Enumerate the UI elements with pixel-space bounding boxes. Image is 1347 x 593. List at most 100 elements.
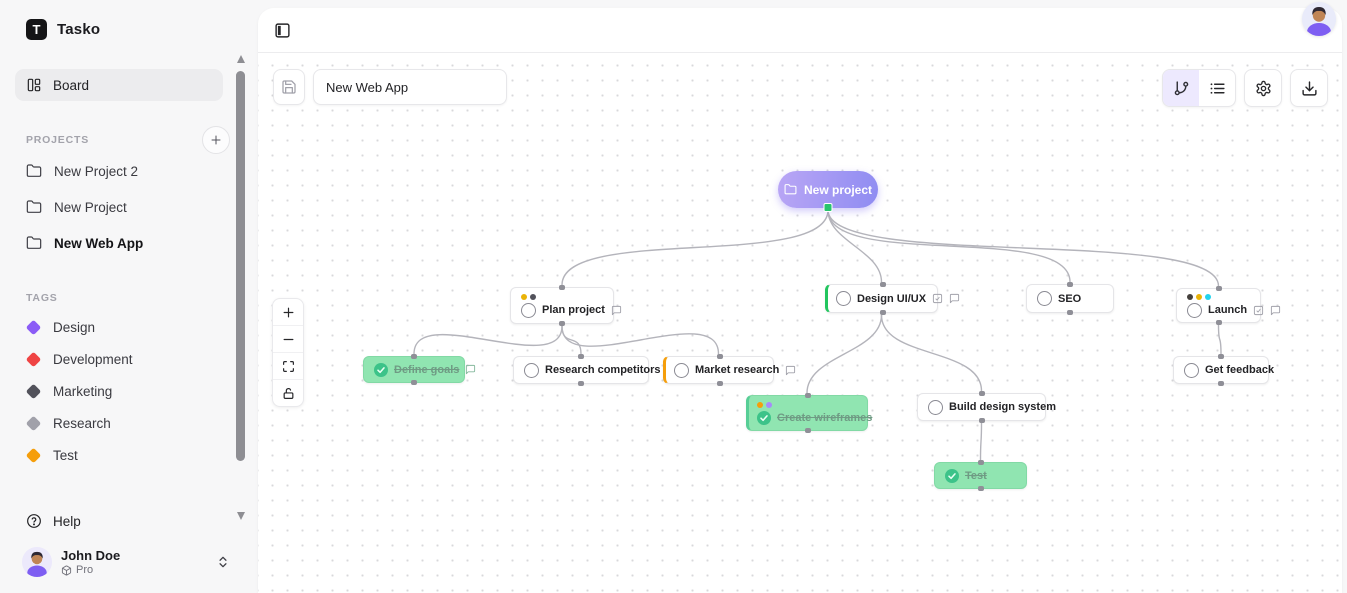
node-handle-bottom[interactable] bbox=[879, 310, 886, 315]
sidebar-scrollbar[interactable] bbox=[236, 55, 245, 520]
sidebar-item-tag[interactable]: Research bbox=[0, 407, 256, 439]
node-handle-bottom[interactable] bbox=[578, 381, 584, 386]
node-handle-top[interactable] bbox=[559, 285, 565, 290]
flow-node-task[interactable]: Launch bbox=[1176, 286, 1281, 325]
sidebar-item-help[interactable]: Help bbox=[0, 506, 107, 536]
zoom-out-button[interactable] bbox=[273, 326, 303, 353]
node-handle-top[interactable] bbox=[977, 460, 984, 465]
node-handle-top[interactable] bbox=[805, 393, 811, 398]
save-button[interactable] bbox=[273, 69, 305, 105]
sidebar-item-project[interactable]: New Web App bbox=[0, 225, 256, 261]
flow-node-task[interactable]: Get feedback bbox=[1173, 354, 1274, 386]
flow-node-task[interactable]: Create wireframes bbox=[746, 393, 872, 433]
help-circle-icon bbox=[27, 514, 41, 528]
tree-view-button[interactable] bbox=[1163, 70, 1199, 106]
node-handle-bottom[interactable] bbox=[1215, 320, 1222, 325]
node-handle-bottom[interactable] bbox=[1067, 310, 1073, 315]
node-handle-top[interactable] bbox=[1067, 282, 1073, 287]
node-handle-top[interactable] bbox=[411, 354, 417, 359]
node-handle-bottom[interactable] bbox=[1218, 381, 1224, 386]
node-handle-top[interactable] bbox=[879, 282, 886, 287]
flow-node-root[interactable]: New project bbox=[778, 171, 878, 212]
account-avatar[interactable] bbox=[1302, 2, 1336, 36]
gear-icon bbox=[1255, 80, 1271, 96]
list-view-button[interactable] bbox=[1199, 70, 1235, 106]
node-handle-bottom[interactable] bbox=[977, 486, 984, 491]
flow-edge bbox=[827, 209, 883, 283]
task-checkbox[interactable] bbox=[674, 362, 689, 378]
flow-node-task[interactable]: Plan project bbox=[510, 285, 622, 326]
sidebar-item-tag[interactable]: Development bbox=[0, 343, 256, 375]
node-handle[interactable] bbox=[823, 203, 833, 212]
tag-diamond-icon bbox=[25, 447, 42, 463]
check-circle-icon bbox=[757, 410, 771, 425]
tag-label: Development bbox=[53, 351, 133, 367]
tags-list: Design Development Marketing Research Te… bbox=[0, 311, 256, 471]
flow-node-task[interactable]: Build design system bbox=[917, 391, 1056, 423]
node-label: SEO bbox=[1058, 292, 1082, 305]
flow-canvas[interactable]: New project Plan project Design UI/UX SE… bbox=[258, 53, 1342, 593]
help-label: Help bbox=[53, 513, 81, 529]
settings-button[interactable] bbox=[1244, 69, 1282, 107]
user-menu[interactable]: John Doe Pro bbox=[0, 539, 256, 585]
flow-node-task[interactable]: Design UI/UX bbox=[825, 282, 960, 315]
app-name: Tasko bbox=[57, 21, 101, 38]
sidebar-item-board[interactable]: Board bbox=[15, 69, 223, 101]
task-checkbox[interactable] bbox=[524, 362, 539, 378]
flow-edge bbox=[880, 314, 983, 392]
folder-icon bbox=[26, 164, 42, 177]
tag-dot bbox=[1196, 293, 1202, 300]
task-checkbox[interactable] bbox=[521, 302, 536, 318]
app-logo: T Tasko bbox=[0, 0, 256, 40]
task-checkbox[interactable] bbox=[1037, 291, 1052, 306]
node-handle-bottom[interactable] bbox=[805, 428, 811, 433]
add-project-button[interactable] bbox=[202, 126, 230, 154]
zoom-in-button[interactable] bbox=[273, 299, 303, 326]
sidebar-item-tag[interactable]: Design bbox=[0, 311, 256, 343]
node-tag-dots bbox=[521, 293, 603, 300]
tag-dot bbox=[521, 293, 527, 300]
node-handle-bottom[interactable] bbox=[716, 381, 723, 386]
node-handle-bottom[interactable] bbox=[559, 321, 565, 326]
scroll-up-arrow[interactable] bbox=[236, 55, 245, 63]
flow-edges bbox=[413, 209, 1222, 461]
node-tag-dots bbox=[1187, 293, 1250, 300]
sidebar-item-project[interactable]: New Project 2 bbox=[0, 153, 256, 189]
flow-node-task[interactable]: Test bbox=[934, 460, 1027, 491]
project-name-input[interactable] bbox=[313, 69, 507, 105]
scrollbar-thumb[interactable] bbox=[236, 71, 245, 461]
fit-view-icon bbox=[282, 360, 294, 372]
tag-diamond-icon bbox=[25, 319, 42, 335]
task-checkbox[interactable] bbox=[1187, 302, 1202, 318]
comment-icon bbox=[466, 364, 476, 375]
node-label: Design UI/UX bbox=[857, 292, 927, 305]
fit-view-button[interactable] bbox=[273, 353, 303, 380]
flow-node-task[interactable]: SEO bbox=[1026, 282, 1114, 315]
task-checkbox[interactable] bbox=[836, 291, 851, 306]
scroll-down-arrow[interactable] bbox=[236, 512, 245, 520]
export-button[interactable] bbox=[1290, 69, 1328, 107]
projects-header: PROJECTS bbox=[26, 134, 89, 146]
task-checkbox[interactable] bbox=[1184, 362, 1199, 378]
sidebar-item-tag[interactable]: Marketing bbox=[0, 375, 256, 407]
node-handle-bottom[interactable] bbox=[978, 418, 985, 423]
node-handle-top[interactable] bbox=[1215, 286, 1222, 291]
flow-node-task[interactable]: Market research bbox=[663, 354, 796, 386]
node-handle-bottom[interactable] bbox=[411, 380, 417, 385]
flow-node-task[interactable]: Define goals bbox=[363, 354, 476, 385]
task-checkbox[interactable] bbox=[928, 399, 943, 415]
sidebar-toggle-button[interactable] bbox=[274, 22, 291, 39]
node-handle-top[interactable] bbox=[1218, 354, 1224, 359]
tag-diamond-icon bbox=[25, 383, 42, 399]
node-label: Launch bbox=[1208, 304, 1248, 316]
node-handle-top[interactable] bbox=[578, 354, 584, 359]
flow-node-task[interactable]: Research competitors bbox=[513, 354, 661, 386]
node-tag-dots bbox=[757, 401, 857, 408]
user-menu-chevron[interactable] bbox=[216, 555, 230, 569]
node-handle-top[interactable] bbox=[716, 354, 723, 359]
flow-edge bbox=[827, 209, 1071, 283]
node-handle-top[interactable] bbox=[978, 391, 985, 396]
sidebar-item-tag[interactable]: Test bbox=[0, 439, 256, 471]
lock-button[interactable] bbox=[273, 380, 303, 406]
sidebar-item-project[interactable]: New Project bbox=[0, 189, 256, 225]
